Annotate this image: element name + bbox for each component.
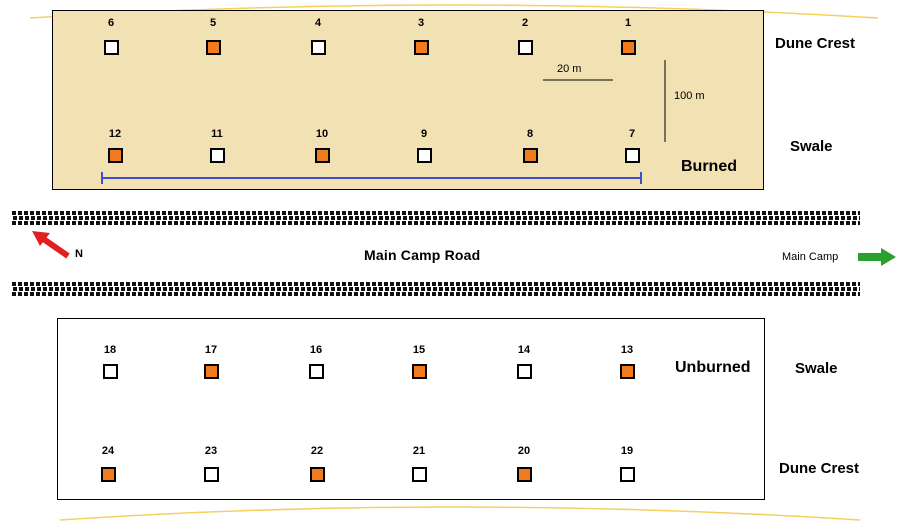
plot-5-marker [206,40,221,55]
plot-15-marker [412,364,427,379]
plot-21-marker [412,467,427,482]
plot-12-number: 12 [108,128,122,140]
road-label: Main Camp Road [364,247,481,263]
burned-area [52,10,764,190]
plot-9-marker [417,148,432,163]
plot-22-number: 22 [310,445,324,457]
plot-14-number: 14 [517,344,531,356]
plot-1-number: 1 [624,17,632,29]
plot-7-marker [625,148,640,163]
plot-23-marker [204,467,219,482]
plot-18-number: 18 [103,344,117,356]
north-arrow-icon [32,231,70,259]
plot-20-number: 20 [517,445,531,457]
plot-21-number: 21 [412,445,426,457]
plot-24-number: 24 [101,445,115,457]
plot-10-marker [315,148,330,163]
road-track-top [12,210,860,226]
plot-2-marker [518,40,533,55]
plot-19-marker [620,467,635,482]
plot-3-marker [414,40,429,55]
plot-3-number: 3 [417,17,425,29]
main-camp-label: Main Camp [782,251,839,263]
plot-15-number: 15 [412,344,426,356]
north-label: N [75,248,83,260]
plot-16-number: 16 [309,344,323,356]
scale-100m-label: 100 m [674,90,705,102]
plot-23-number: 23 [204,445,218,457]
plot-12-marker [108,148,123,163]
unburned-label: Unburned [675,359,751,376]
plot-11-number: 11 [211,128,223,140]
road-track-bottom [12,281,860,297]
plot-8-marker [523,148,538,163]
plot-13-number: 13 [620,344,634,356]
plot-5-number: 5 [209,17,217,29]
dune-crest-bottom-label: Dune Crest [779,460,860,477]
plot-19-number: 19 [620,445,634,457]
main-camp-arrow-icon [858,248,896,266]
unburned-area [57,318,765,500]
scale-20m-label: 20 m [557,63,582,75]
plot-9-number: 9 [420,128,428,140]
dune-crest-top-label: Dune Crest [775,35,856,52]
plot-6-marker [104,40,119,55]
plot-13-marker [620,364,635,379]
plot-7-number: 7 [628,128,636,140]
plot-17-marker [204,364,219,379]
plot-8-number: 8 [526,128,534,140]
plot-17-number: 17 [204,344,218,356]
plot-16-marker [309,364,324,379]
plot-10-number: 10 [315,128,329,140]
plot-1-marker [621,40,636,55]
plot-18-marker [103,364,118,379]
plot-4-number: 4 [314,17,322,29]
plot-11-marker [210,148,225,163]
plot-24-marker [101,467,116,482]
burned-label: Burned [681,158,737,175]
plot-2-number: 2 [521,17,529,29]
swale-top-label: Swale [790,138,833,155]
plot-4-marker [311,40,326,55]
plot-20-marker [517,467,532,482]
plot-22-marker [310,467,325,482]
swale-bottom-label: Swale [795,360,838,377]
plot-14-marker [517,364,532,379]
plot-6-number: 6 [107,17,115,29]
